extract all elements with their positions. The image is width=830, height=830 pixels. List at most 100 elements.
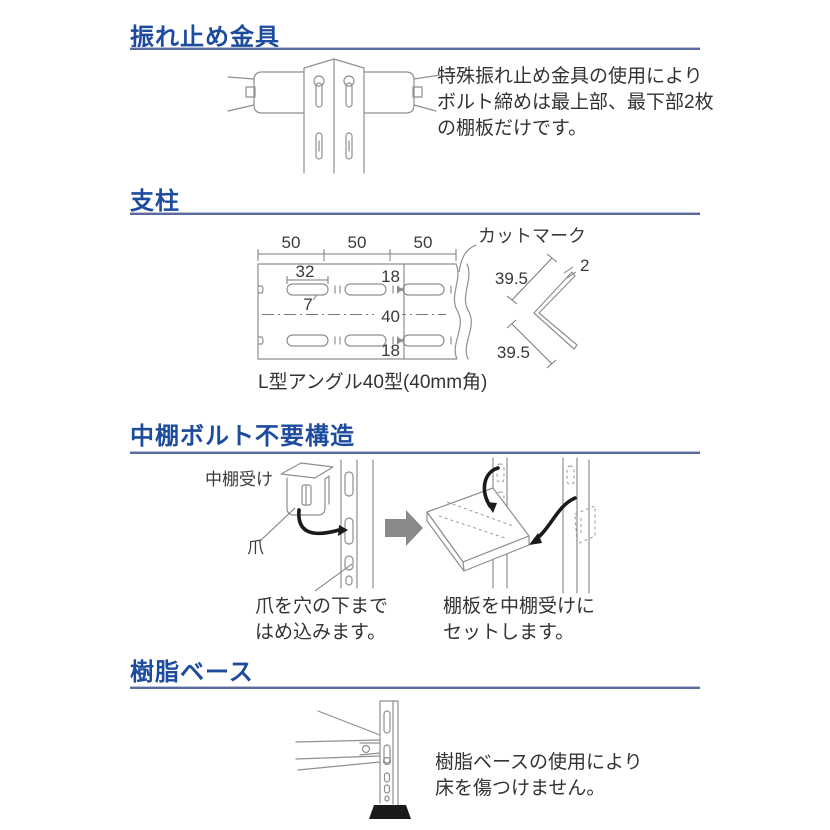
right-post-right	[562, 457, 590, 594]
resin-base-diagram	[295, 700, 411, 819]
set-motion-arrowhead-1	[486, 502, 497, 513]
post-slot-small	[383, 772, 391, 783]
slot	[286, 283, 329, 296]
leg-dim-bottom-line	[506, 319, 557, 369]
leg-dim-top: 39.5	[495, 269, 528, 288]
cut-mark-leader	[458, 244, 477, 273]
row-gap-dim: 40	[381, 307, 400, 326]
receiver-flange	[280, 462, 334, 479]
dim-arrowheads	[397, 286, 404, 344]
set-motion-arrow-1	[482, 466, 500, 508]
mid-shelf-diagram: 中棚受け 爪	[205, 457, 596, 594]
edge-dim-bottom: 18	[381, 341, 400, 360]
receiver-hidden-outline	[574, 505, 596, 545]
corner-post-lines	[303, 58, 365, 174]
slot	[402, 283, 445, 296]
lower-slot-left	[315, 132, 323, 160]
post-slot-dashed	[496, 463, 505, 483]
bolt-left	[245, 86, 256, 98]
beam-lines	[227, 74, 441, 112]
text-line: 棚板を中棚受けに	[443, 596, 596, 617]
pillar-caption: L型アングル40型(40mm角)	[258, 372, 488, 393]
pitch-dim-50-2: 50	[348, 233, 367, 252]
insert-motion-arrow	[297, 508, 341, 536]
post-slot-tiny	[384, 795, 390, 802]
break-wave-1	[453, 263, 461, 360]
claw-label: 爪	[247, 538, 264, 557]
mid-shelf-step-right: 棚板を中棚受けに セットします。	[443, 594, 595, 646]
keyhole-left	[313, 75, 325, 87]
bolt-right	[412, 86, 423, 98]
beam-lines	[295, 710, 381, 771]
slot-width-dim: 7	[303, 295, 312, 314]
bracket-plate-right	[363, 71, 415, 114]
l-angle-section	[533, 271, 578, 350]
section-rule-mid-shelf	[130, 451, 700, 454]
post-slot-small	[383, 784, 391, 794]
label-mask	[374, 308, 402, 324]
post-slot-dashed	[566, 465, 575, 485]
shelf-edge-left	[426, 511, 465, 572]
pillar-dimension-diagram: カットマーク 50 50 50 32 7 18 40 18	[257, 226, 589, 369]
text-line: セットします。	[443, 622, 575, 643]
slot	[402, 334, 445, 347]
keyhole-slot-left	[315, 82, 323, 108]
section-heading-mid-shelf: 中棚ボルト不要構造	[130, 423, 355, 450]
mid-shelf-step-left: 爪を穴の下まで はめ込みます。	[255, 594, 388, 646]
text-line: の棚板だけです。	[437, 118, 588, 139]
text-line: はめ込みます。	[255, 622, 387, 643]
post-strip-outline	[257, 263, 457, 360]
pitch-dim-50-1: 50	[282, 233, 301, 252]
text-line: 樹脂ベースの使用により	[435, 752, 643, 773]
beam-bracket-lines	[359, 742, 381, 756]
sway-bracket-diagram	[227, 58, 441, 174]
slot-length-dim: 32	[296, 262, 315, 281]
claw-leader	[258, 507, 296, 543]
thickness-ticks	[563, 266, 577, 279]
thickness-dim: 2	[580, 256, 589, 275]
slot-width-leader	[312, 294, 318, 301]
post-slot	[344, 555, 354, 571]
slot	[286, 334, 329, 347]
slot-caption-leader	[314, 563, 353, 592]
break-wave-2	[464, 263, 472, 360]
receiver-label: 中棚受け	[205, 470, 273, 489]
next-step-arrow	[385, 510, 423, 546]
text-line: 床を傷つけません。	[435, 778, 606, 799]
section-rule-resin-base	[130, 686, 700, 689]
sway-bracket-description: 特殊振れ止め金具の使用により ボルト締めは最上部、最下部2枚 の棚板だけです。	[437, 64, 714, 142]
keyhole-right	[343, 75, 355, 87]
section-rule-pillar	[130, 212, 700, 215]
leg-dim-top-line	[506, 253, 558, 305]
section-heading-sway-bracket: 振れ止め金具	[130, 24, 280, 51]
edge-notches	[257, 285, 264, 345]
post-slot-small	[345, 575, 353, 586]
slot-length-dim-line	[286, 276, 329, 284]
set-motion-arrow-2	[533, 496, 577, 542]
leg-dim-bottom: 39.5	[497, 343, 530, 362]
beam-bolt	[361, 744, 371, 754]
resin-base-description: 樹脂ベースの使用により 床を傷つけません。	[435, 750, 643, 802]
text-line: 爪を穴の下まで	[255, 596, 389, 617]
section-rule-sway-bracket	[130, 47, 700, 50]
post-slot	[344, 471, 354, 497]
keyhole-slot-right	[345, 82, 353, 108]
resin-foot	[369, 805, 411, 819]
edge-dim-top: 18	[381, 267, 400, 286]
cut-mark-label: カットマーク	[478, 226, 586, 246]
section-heading-resin-base: 樹脂ベース	[130, 659, 254, 686]
bracket-plate-left	[253, 71, 305, 114]
text-line: 特殊振れ止め金具の使用により	[437, 66, 703, 87]
text-line: ボルト締めは最上部、最下部2枚	[437, 92, 714, 113]
post-lines	[340, 459, 374, 589]
post-lines	[379, 700, 399, 806]
insert-motion-arrowhead	[338, 525, 348, 536]
post-slot	[383, 744, 391, 764]
keyhole-circle	[382, 756, 392, 766]
post-slot-dashed	[496, 491, 505, 511]
pitch-dim-line	[257, 249, 457, 261]
set-motion-arrowhead-2	[529, 533, 542, 545]
section-heading-pillar: 支柱	[130, 188, 180, 215]
slot	[344, 283, 387, 296]
